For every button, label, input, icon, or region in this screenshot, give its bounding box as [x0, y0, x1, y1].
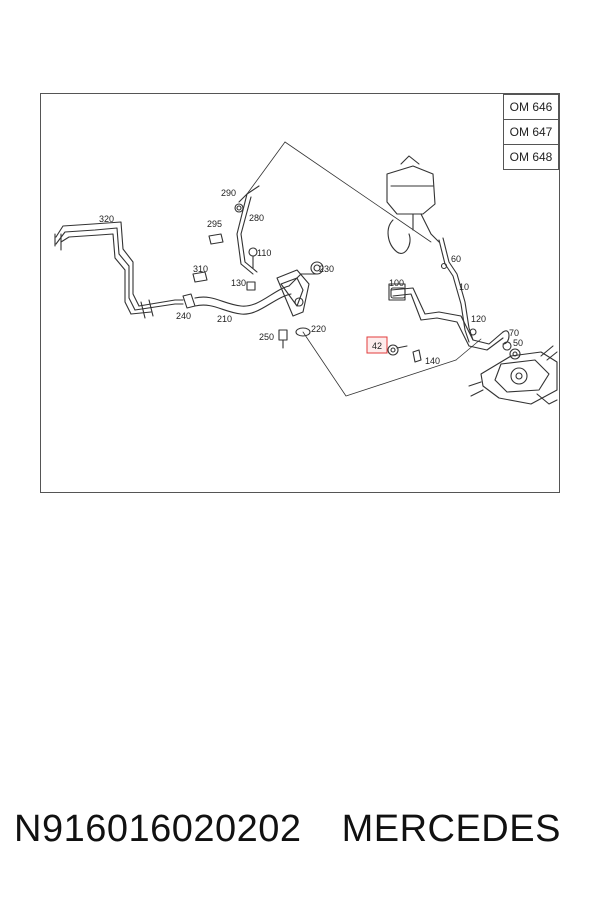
footer-caption: N916016020202 MERCEDES [14, 808, 561, 851]
part-label-120: 120 [471, 314, 486, 324]
assembly-lines [246, 141, 482, 397]
pipe-280 [234, 185, 260, 275]
pressure-line [388, 283, 510, 351]
part-label-310: 310 [193, 264, 208, 274]
cooler-tubes [54, 221, 184, 319]
valve-block [276, 269, 318, 317]
part-label-210: 210 [217, 314, 232, 324]
engine-code-om647: OM 647 [503, 119, 559, 145]
part-label-42: 42 [372, 341, 382, 351]
part-label-10: 10 [459, 282, 469, 292]
part-label-100: 100 [389, 278, 404, 288]
part-label-250: 250 [259, 332, 274, 342]
part-label-240: 240 [176, 311, 191, 321]
part-label-110: 110 [257, 248, 271, 258]
hose-10 [438, 237, 474, 343]
part-label-280: 280 [249, 213, 264, 223]
part-label-290: 290 [221, 188, 236, 198]
small-parts [192, 233, 324, 349]
brand-name: MERCEDES [341, 808, 561, 850]
engine-code-table: OM 646 OM 647 OM 648 [503, 94, 559, 170]
part-label-60: 60 [451, 254, 461, 264]
part-label-220: 220 [311, 324, 326, 334]
hose-210 [182, 285, 292, 315]
engine-code-om648: OM 648 [503, 144, 559, 170]
highlight-box-42 [366, 336, 388, 354]
part-label-130: 130 [231, 278, 246, 288]
steering-gear [468, 345, 558, 405]
part-label-70: 70 [509, 328, 519, 338]
parts-diagram: 320 290 295 280 110 310 130 230 240 210 … [40, 93, 560, 493]
part-label-230: 230 [319, 264, 334, 274]
component-42 [387, 344, 408, 356]
part-number: N916016020202 [14, 808, 302, 850]
engine-code-om646: OM 646 [503, 94, 559, 120]
diagram-drawing [54, 141, 558, 405]
part-label-320: 320 [99, 214, 114, 224]
reservoir [386, 155, 440, 254]
bolt-140 [412, 349, 422, 363]
sleeve-100 [390, 287, 406, 299]
part-label-50: 50 [513, 338, 523, 348]
diagram-labels: 320 290 295 280 110 310 130 230 240 210 … [99, 188, 523, 366]
part-label-140: 140 [425, 356, 440, 366]
part-label-295: 295 [207, 219, 222, 229]
